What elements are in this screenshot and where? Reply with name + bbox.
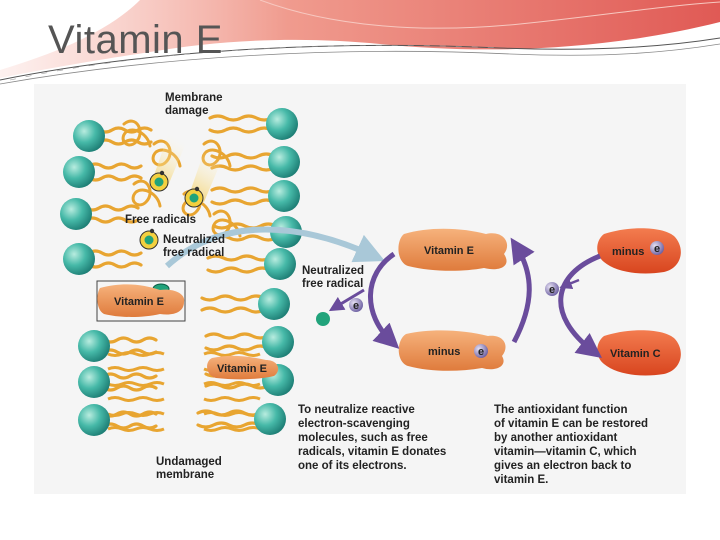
damaged-lipid-tail: [211, 209, 242, 238]
cycle-minus-label-right: minus: [612, 246, 644, 258]
lipid-tail: [203, 351, 261, 357]
lipid-tail: [208, 114, 274, 122]
lipid-tail: [203, 411, 261, 417]
lipid-tail: [203, 426, 261, 432]
damaged-lipid-tail: [131, 179, 162, 208]
phospholipid-head: [254, 403, 286, 435]
phospholipid-head: [78, 404, 110, 436]
lipid-tail: [212, 222, 278, 230]
lipid-tail: [107, 411, 165, 417]
caption-left: To neutralize reactive electron-scavengi…: [298, 404, 447, 472]
vitamin-e-label-boxed: Vitamin E: [114, 296, 164, 308]
phospholipid-head: [60, 198, 92, 230]
unpaired-electron-dot: [194, 186, 200, 192]
electron-vitamin-c: [545, 282, 559, 296]
phospholipid-head: [268, 146, 300, 178]
lipid-tail: [87, 249, 143, 257]
phospholipid-head: [78, 330, 110, 362]
lipid-tail: [203, 396, 261, 402]
lipid-tail: [107, 381, 165, 387]
cycle-vitamin-c-label: Vitamin C: [610, 348, 661, 360]
damaged-lipid-tail: [121, 119, 152, 148]
phospholipid-head: [258, 288, 290, 320]
lipid-tail: [107, 351, 165, 357]
lipid-tail: [206, 254, 272, 262]
phospholipid-head: [266, 108, 298, 140]
cycle-minus-c-shape: [597, 228, 681, 274]
electron-label-donated: e: [353, 300, 359, 312]
unpaired-electron-dot: [149, 228, 155, 234]
lipid-tail: [204, 344, 270, 352]
phospholipid-head: [73, 120, 105, 152]
phospholipid-head: [268, 180, 300, 212]
cycle-minus-label-left: minus: [428, 346, 460, 358]
membrane-bilayer: Vitamin E Vitamin E: [60, 108, 385, 436]
lipid-tail: [204, 332, 270, 340]
neutralized-free-radical-label-center: Neutralized free radical: [302, 265, 364, 290]
cycle-arrow-left: [368, 251, 400, 349]
lipid-tail: [196, 421, 262, 429]
lipid-tail: [200, 306, 266, 314]
electron-label-minus-left: e: [478, 346, 484, 358]
lipid-tail: [87, 174, 143, 182]
electron-donated: [349, 298, 363, 312]
neutralized-radical-center: [316, 312, 330, 326]
lipid-tail: [107, 426, 165, 432]
electron-minus-right: [650, 241, 664, 255]
lipid-tail: [210, 198, 276, 206]
electron-return-arrow: [559, 277, 580, 290]
vitamin-e-molecule-boxed: [97, 284, 185, 317]
lipid-tail: [210, 186, 276, 194]
lipid-tail: [208, 126, 274, 134]
phospholipid-head: [78, 366, 110, 398]
lipid-tail: [203, 381, 261, 387]
lipid-tail: [210, 152, 276, 160]
vitamin-e-label-lower: Vitamin E: [217, 363, 267, 375]
slide-title: Vitamin E: [48, 18, 223, 62]
lipid-tail: [84, 216, 140, 224]
phospholipid-head: [264, 248, 296, 280]
lipid-tail: [206, 266, 272, 274]
cycle-arrow-right: [558, 253, 602, 359]
cycle-vitamin-e-label: Vitamin E: [424, 245, 474, 257]
lipid-tail: [102, 372, 158, 380]
cycle-vitamin-e-shape: [398, 228, 508, 271]
phospholipid-head: [63, 243, 95, 275]
membrane-damage-label: Membrane damage: [165, 92, 223, 117]
cycle-arrow-middle: [510, 237, 535, 344]
vitamin-e-highlight-box: [96, 280, 186, 322]
transfer-arrow: [164, 226, 385, 269]
lipid-tail: [84, 204, 140, 212]
header-decoration: [0, 0, 720, 85]
electron-label-minus-right: e: [654, 243, 660, 255]
phospholipid-head: [262, 326, 294, 358]
lipid-tail: [210, 164, 276, 172]
vitamin-e-molecule-lower: [207, 355, 279, 380]
lipid-tail: [97, 126, 153, 134]
lipid-tail: [87, 162, 143, 170]
caption-right: The antioxidant function of vitamin E ca…: [494, 404, 649, 486]
free-radical-core: [144, 235, 154, 245]
lipid-tail: [102, 336, 158, 344]
electron-donation-arrow: [328, 288, 365, 312]
cycle-minus-e-shape: [398, 330, 506, 371]
electron-minus-left: [474, 344, 488, 358]
undamaged-membrane-label: Undamaged membrane: [156, 456, 222, 481]
free-radicals-label: Free radicals: [125, 214, 196, 226]
neutralized-free-radical-label-left: Neutralized free radical: [163, 234, 225, 259]
lipid-tail: [87, 261, 143, 269]
free-radical-core: [154, 177, 164, 187]
electron-label-vitamin-c: e: [549, 284, 555, 296]
lipid-tail: [107, 366, 165, 372]
phospholipid-head: [63, 156, 95, 188]
lipid-tail: [200, 294, 266, 302]
lipid-tail: [107, 396, 165, 402]
unpaired-electron-dot: [159, 170, 165, 176]
cycle-vitamin-c-shape: [597, 330, 681, 376]
free-radical-core: [189, 193, 199, 203]
